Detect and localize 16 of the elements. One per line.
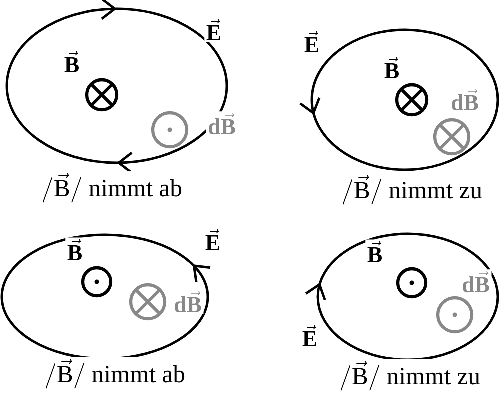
vector-label: $\vec{\mathbf{B}}$ (66, 238, 84, 262)
vector-label: $\mathbf{d}\vec{\mathbf{B}}$ (172, 290, 204, 314)
caption-text: $/\vec{\mathrm{B}}/\text{ nimmt ab}$ (42, 357, 188, 391)
vector-label: $\vec{\mathbf{B}}$ (62, 50, 82, 74)
vector-label: $\mathbf{d}\vec{\mathbf{B}}$ (449, 88, 481, 112)
vector-label: $\vec{\mathbf{E}}$ (204, 228, 222, 252)
vector-label: $\vec{\mathbf{B}}$ (382, 56, 402, 80)
vector-label: $\vec{\mathbf{E}}$ (302, 30, 322, 54)
vector-label: $\mathbf{d}\vec{\mathbf{B}}$ (206, 112, 238, 136)
caption-text: $/\vec{\mathrm{B}}/\text{ nimmt ab}$ (40, 171, 184, 205)
caption-text: $/\vec{\mathrm{B}}/\text{ nimmt zu}$ (340, 173, 484, 207)
vector-label: $\vec{\mathbf{E}}$ (204, 18, 224, 42)
vector-label: $\vec{\mathbf{E}}$ (300, 324, 320, 348)
vector-label: $\vec{\mathbf{B}}$ (366, 240, 384, 264)
caption-text: $/\vec{\mathrm{B}}/\text{ nimmt zu}$ (338, 359, 482, 393)
vector-label: $\mathbf{d}\vec{\mathbf{B}}$ (460, 270, 492, 294)
